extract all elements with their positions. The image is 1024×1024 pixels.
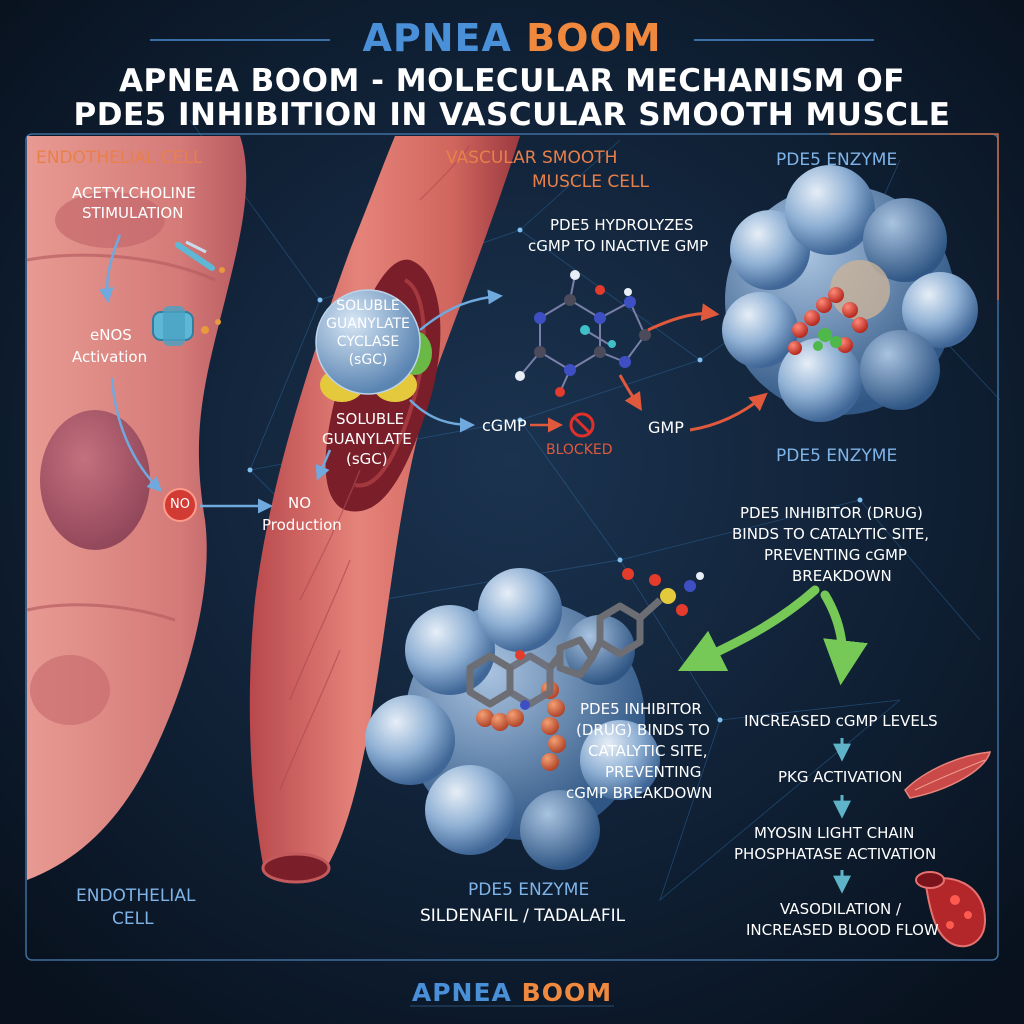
ach-stimulation-line2: STIMULATION — [82, 204, 184, 222]
title-line1: APNEA BOOM - MOLECULAR MECHANISM OF — [119, 63, 905, 99]
myosin-line2: PHOSPHATASE ACTIVATION — [734, 845, 937, 863]
pde5-enzyme-structure-bottom — [365, 568, 660, 870]
acetylcholine-molecule-icon — [175, 240, 225, 273]
pde5-enzyme-structure-top — [722, 165, 978, 422]
sgc2-line2: GUANYLATE — [322, 430, 412, 448]
vasodilation-line2: INCREASED BLOOD FLOW — [746, 921, 939, 939]
pde5-enzyme-bottom-label: PDE5 ENZYME — [468, 880, 590, 900]
vsm-cell-line1: VASCULAR SMOOTH — [446, 148, 618, 168]
no-badge-label: NO — [170, 497, 190, 512]
drug-names-label: SILDENAFIL / TADALAFIL — [420, 906, 626, 926]
sgc2-line1: SOLUBLE — [336, 410, 405, 428]
inhibitor-center-line4: PREVENTING — [605, 763, 702, 781]
muscle-fiber-icon — [904, 751, 992, 799]
blocked-label: BLOCKED — [546, 442, 613, 458]
brand-part2: BOOM — [526, 16, 662, 60]
gmp-label: GMP — [648, 418, 684, 437]
vsm-cell-line2: MUSCLE CELL — [532, 172, 649, 192]
inhibitor-right-line3: PREVENTING cGMP — [764, 546, 907, 564]
inhibitor-right-line1: PDE5 INHIBITOR (DRUG) — [740, 504, 923, 522]
pde5-hydrolyzes-line2: cGMP TO INACTIVE GMP — [528, 237, 709, 255]
sgc-complex-icon — [315, 289, 432, 402]
sgc-line4: (sGC) — [348, 352, 388, 368]
pde5-enzyme-mid-label: PDE5 ENZYME — [776, 446, 898, 466]
receptor-icon — [152, 306, 221, 346]
brand-footer: APNEA BOOM — [0, 978, 1024, 1007]
vessel-opening — [261, 852, 331, 884]
inhibitor-center-line3: CATALYTIC SITE, — [588, 742, 708, 760]
main-panel-frame — [25, 133, 999, 961]
drug-molecule-icon — [466, 597, 663, 708]
brand-header: APNEA BOOM — [0, 16, 1024, 60]
vasodilation-line1: VASODILATION / — [780, 900, 902, 918]
inhibitor-center-line2: (DRUG) BINDS TO — [576, 721, 710, 739]
ach-stimulation-line1: ACETYLCHOLINE — [72, 184, 196, 202]
endothelial-cell-top-label: ENDOTHELIAL CELL — [36, 148, 203, 168]
no-badge-circle — [163, 488, 197, 522]
inhibitor-right-line2: BINDS TO CATALYTIC SITE, — [732, 525, 930, 543]
blood-vessel-icon — [915, 871, 987, 948]
pde5-hydrolyzes-line1: PDE5 HYDROLYZES — [550, 216, 694, 234]
brand-part1: APNEA — [362, 16, 512, 60]
brand-footer-part2: BOOM — [521, 978, 613, 1007]
inhibitor-right-line4: BREAKDOWN — [792, 567, 892, 585]
sgc2-line3: (sGC) — [346, 450, 388, 468]
inhibitor-center-line5: cGMP BREAKDOWN — [566, 784, 713, 802]
endothelial-cell-bottom-line1: ENDOTHELIAL — [76, 886, 196, 906]
no-production-line1: NO — [288, 494, 312, 512]
increased-cgmp-label: INCREASED cGMP LEVELS — [744, 712, 938, 730]
endothelial-cell-bottom-line2: CELL — [112, 909, 154, 929]
enos-line1: eNOS — [90, 326, 132, 344]
sgc-line2: GUANYLATE — [326, 316, 410, 332]
sgc-line1: SOLUBLE — [336, 298, 400, 314]
nucleus — [40, 410, 150, 550]
sgc-line3: CYCLASE — [336, 334, 400, 350]
myosin-line1: MYOSIN LIGHT CHAIN — [754, 824, 915, 842]
no-production-line2: Production — [262, 516, 342, 534]
brand-footer-part1: APNEA — [411, 978, 512, 1007]
inhibitor-center-line1: PDE5 INHIBITOR — [580, 700, 702, 718]
title-line2: PDE5 INHIBITION IN VASCULAR SMOOTH MUSCL… — [73, 97, 951, 133]
cgmp-label: cGMP — [482, 416, 527, 435]
pde5-enzyme-top-label: PDE5 ENZYME — [776, 150, 898, 170]
blocked-icon — [569, 412, 595, 438]
pkg-activation-label: PKG ACTIVATION — [778, 768, 903, 786]
enos-line2: Activation — [72, 348, 148, 366]
